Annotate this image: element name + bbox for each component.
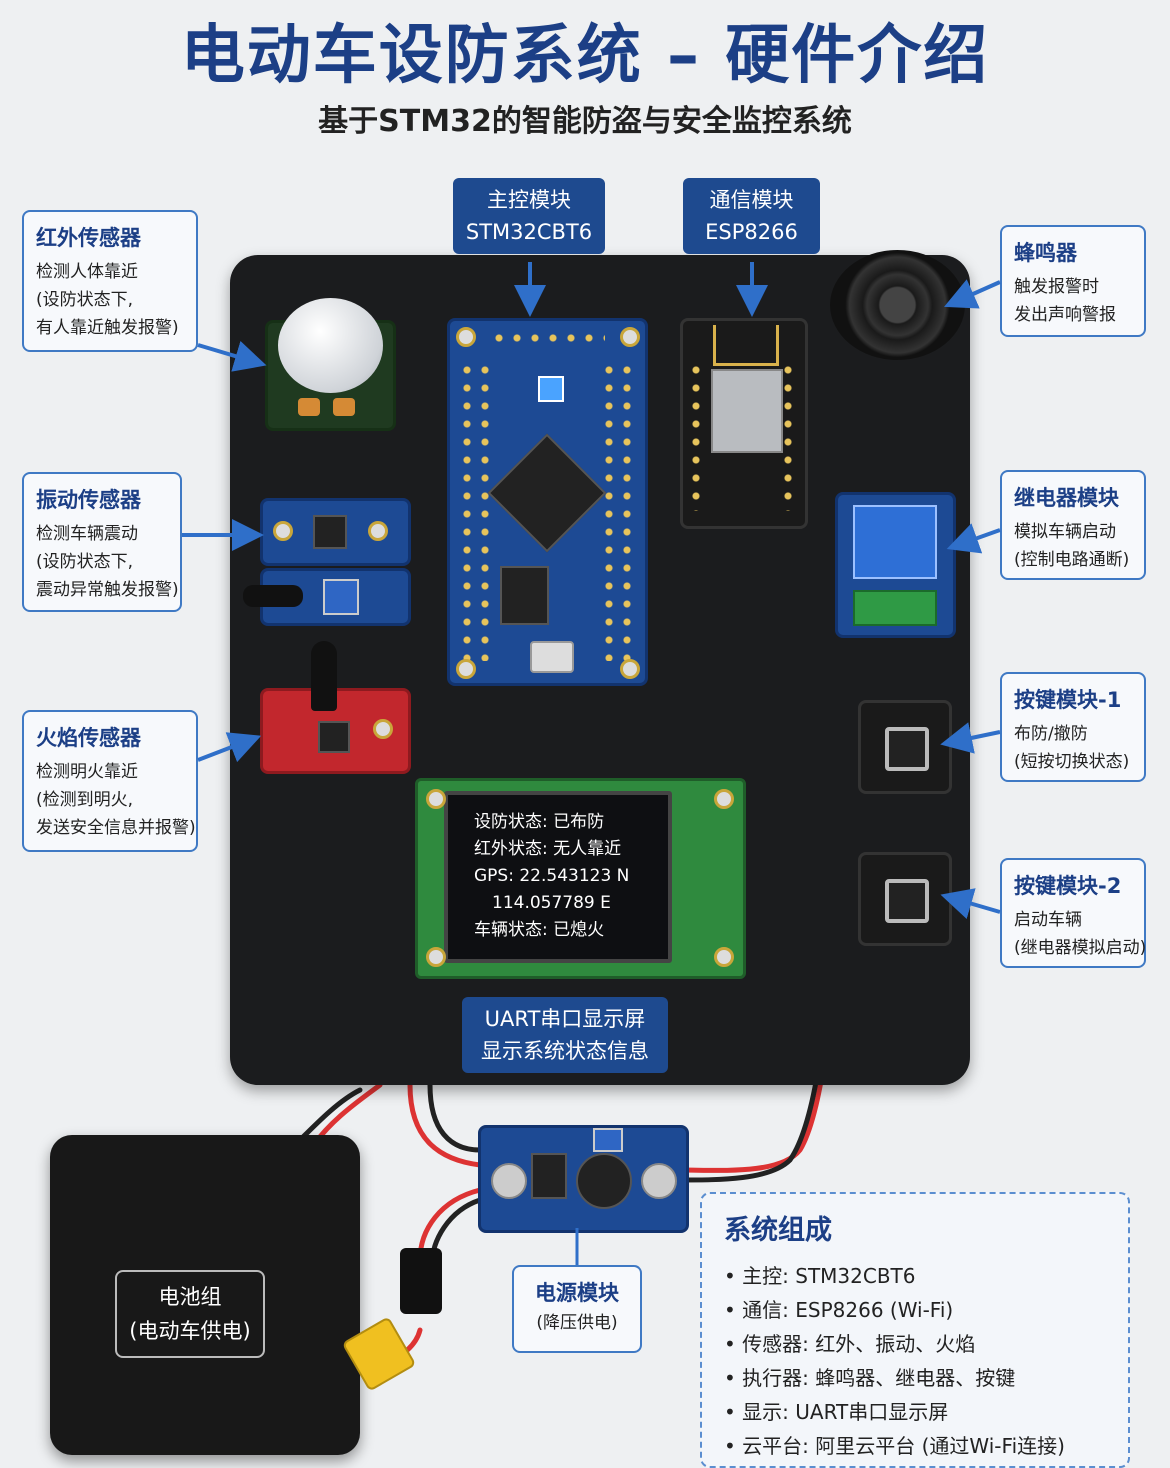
button-module-2[interactable] bbox=[858, 852, 952, 946]
flame-ir-led-icon bbox=[311, 641, 337, 711]
system-summary: 系统组成 主控: STM32CBT6 通信: ESP8266 (Wi-Fi) 传… bbox=[700, 1192, 1130, 1468]
callout-vibration: 振动传感器 检测车辆震动 (设防状态下, 震动异常触发报警) bbox=[22, 472, 182, 612]
summary-item: 执行器: 蜂鸣器、继电器、按键 bbox=[724, 1361, 1106, 1395]
esp8266-board bbox=[680, 318, 808, 529]
summary-item: 主控: STM32CBT6 bbox=[724, 1259, 1106, 1293]
crystal-icon bbox=[530, 641, 574, 673]
pir-dome-icon bbox=[278, 298, 383, 393]
callout-infrared: 红外传感器 检测人体靠近 (设防状态下, 有人靠近触发报警) bbox=[22, 210, 198, 352]
fuse-holder-icon bbox=[400, 1248, 442, 1314]
callout-button-2: 按键模块-2 启动车辆 (继电器模拟启动) bbox=[1000, 858, 1146, 968]
page-subtitle: 基于STM32的智能防盗与安全监控系统 bbox=[318, 104, 852, 139]
callout-relay: 继电器模块 模拟车辆启动 (控制电路通断) bbox=[1000, 470, 1146, 580]
lcd-line-ir-status: 红外状态: 无人靠近 bbox=[474, 839, 622, 859]
lcd-screen: 设防状态: 已布防 红外状态: 无人靠近 GPS: 22.543123 N 11… bbox=[444, 791, 672, 963]
relay-icon bbox=[853, 505, 937, 579]
callout-buzzer: 蜂鸣器 触发报警时 发出声响警报 bbox=[1000, 225, 1146, 337]
summary-item: 通信: ESP8266 (Wi-Fi) bbox=[724, 1293, 1106, 1327]
buzzer-icon bbox=[830, 250, 965, 360]
summary-item: 显示: UART串口显示屏 bbox=[724, 1395, 1106, 1429]
stm32-board bbox=[447, 318, 648, 686]
tag-power-module: 电源模块 (降压供电) bbox=[512, 1265, 642, 1353]
pir-sensor-board bbox=[265, 298, 396, 431]
tag-main-control: 主控模块 STM32CBT6 bbox=[453, 178, 605, 254]
lcd-line-vehicle-status: 车辆状态: 已熄火 bbox=[474, 920, 605, 940]
callout-button-1: 按键模块-1 布防/撤防 (短按切换状态) bbox=[1000, 672, 1146, 782]
battery-pack: 电池组 (电动车供电) bbox=[50, 1135, 360, 1455]
vibration-switch-board bbox=[243, 568, 411, 626]
potentiometer-icon bbox=[323, 579, 359, 615]
uart-display: 设防状态: 已布防 红外状态: 无人靠近 GPS: 22.543123 N 11… bbox=[415, 778, 746, 979]
terminal-block-icon bbox=[853, 590, 937, 626]
summary-item: 传感器: 红外、振动、火焰 bbox=[724, 1327, 1106, 1361]
push-button-icon[interactable] bbox=[885, 727, 929, 771]
summary-item: 云平台: 阿里云平台 (通过Wi-Fi连接) bbox=[724, 1429, 1106, 1463]
lcd-line-gps-lon: 114.057789 E bbox=[492, 893, 611, 913]
tag-display: UART串口显示屏 显示系统状态信息 bbox=[462, 997, 668, 1073]
power-module-board bbox=[478, 1125, 689, 1233]
push-button-icon[interactable] bbox=[885, 879, 929, 923]
wifi-antenna-icon bbox=[713, 325, 779, 366]
page-title: 电动车设防系统 – 硬件介绍 bbox=[180, 19, 990, 93]
summary-title: 系统组成 bbox=[724, 1215, 832, 1246]
flame-sensor-board bbox=[260, 641, 411, 774]
tag-comm-module: 通信模块 ESP8266 bbox=[683, 178, 820, 254]
relay-board bbox=[835, 492, 956, 638]
vibration-sensor-board bbox=[260, 498, 411, 566]
inductor-icon bbox=[576, 1153, 632, 1209]
button-module-1[interactable] bbox=[858, 700, 952, 794]
mcu-chip-icon bbox=[487, 433, 607, 553]
callout-flame: 火焰传感器 检测明火靠近 (检测到明火, 发送安全信息并报警) bbox=[22, 710, 198, 852]
lcd-line-arm-status: 设防状态: 已布防 bbox=[474, 812, 605, 832]
lcd-line-gps-lat: GPS: 22.543123 N bbox=[474, 866, 630, 886]
battery-label: 电池组 (电动车供电) bbox=[115, 1270, 265, 1358]
